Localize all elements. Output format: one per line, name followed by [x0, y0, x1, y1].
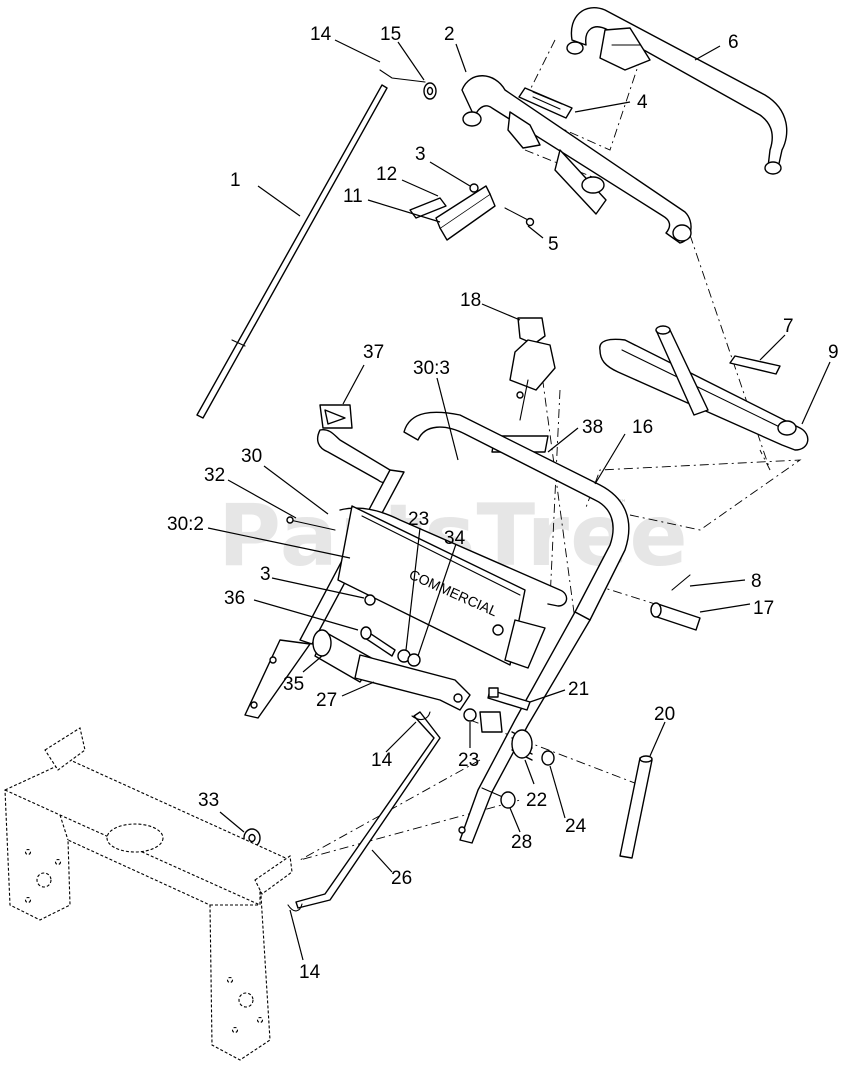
callout-24: 24 — [565, 816, 587, 837]
callout-17: 17 — [753, 598, 774, 619]
callout-3-upper: 3 — [415, 144, 426, 165]
handle-frame-part-30: COMMERCIAL — [244, 411, 630, 844]
callout-3-lower: 3 — [260, 564, 271, 585]
callout-33: 33 — [198, 790, 219, 811]
callout-5: 5 — [548, 234, 559, 255]
callout-9: 9 — [828, 342, 839, 363]
spring-part-22 — [511, 729, 533, 761]
callout-1: 1 — [230, 170, 241, 191]
callout-20: 20 — [654, 704, 675, 725]
callout-16: 16 — [632, 417, 653, 438]
callout-14-top: 14 — [310, 24, 332, 45]
callout-37: 37 — [363, 342, 384, 363]
nut-part-3-lower — [364, 594, 376, 606]
tube-part-7 — [655, 325, 781, 416]
callout-26: 26 — [391, 868, 412, 889]
callout-2: 2 — [444, 24, 455, 45]
bracket-part-27b — [479, 711, 503, 733]
rod-part-1 — [196, 69, 426, 419]
lever-part-18 — [509, 317, 556, 421]
nut-part-24 — [541, 750, 555, 766]
decal-part-4 — [518, 87, 573, 119]
pin-part-20 — [619, 755, 653, 859]
callout-15: 15 — [380, 24, 401, 45]
leader-lines — [207, 39, 831, 961]
callout-35: 35 — [283, 674, 304, 695]
bushing-part-15 — [423, 82, 437, 100]
callout-27: 27 — [316, 690, 337, 711]
pad-part-12 — [409, 197, 447, 219]
bolt-part-32 — [286, 516, 336, 531]
callout-30-3: 30:3 — [413, 358, 450, 379]
washers-part-23-34 — [397, 649, 477, 722]
callout-34: 34 — [444, 528, 466, 549]
screw-part-5 — [504, 207, 535, 227]
nut-part-3-upper — [469, 183, 479, 193]
arm-part-27 — [354, 654, 471, 711]
callout-4: 4 — [637, 92, 648, 113]
bolt-part-28 — [481, 787, 516, 809]
control-bar-part-2 — [461, 75, 692, 244]
bumper-part-37 — [319, 404, 353, 429]
bolt-part-36 — [360, 626, 396, 657]
callout-14-bottom: 14 — [299, 962, 321, 983]
bracket-part-11 — [435, 185, 496, 241]
callout-21: 21 — [568, 679, 589, 700]
callout-30: 30 — [241, 446, 262, 467]
chassis-frame — [4, 727, 293, 1061]
pin-part-8 — [671, 574, 691, 591]
callout-12: 12 — [376, 164, 397, 185]
callout-11: 11 — [343, 186, 363, 207]
callout-22: 22 — [526, 790, 547, 811]
callout-8: 8 — [751, 571, 762, 592]
callout-labels: 1 2 3 3 4 5 6 7 8 9 11 12 14 14 14 15 16… — [167, 24, 839, 983]
bail-bar-part-9 — [599, 338, 809, 451]
bail-part-6 — [566, 7, 788, 175]
callout-36: 36 — [224, 588, 245, 609]
callout-28: 28 — [511, 832, 532, 853]
callout-18: 18 — [460, 290, 481, 311]
callout-32: 32 — [204, 465, 225, 486]
callout-38: 38 — [582, 417, 603, 438]
callout-14-middle: 14 — [371, 750, 393, 771]
callout-6: 6 — [728, 32, 739, 53]
callout-30-2: 30:2 — [167, 514, 204, 535]
clip-part-21 — [487, 687, 531, 711]
pin-part-17 — [650, 602, 701, 631]
callout-23-lower: 23 — [458, 750, 479, 771]
callout-23-upper: 23 — [408, 509, 429, 530]
callout-7: 7 — [783, 316, 794, 337]
rod-part-26 — [287, 711, 441, 912]
